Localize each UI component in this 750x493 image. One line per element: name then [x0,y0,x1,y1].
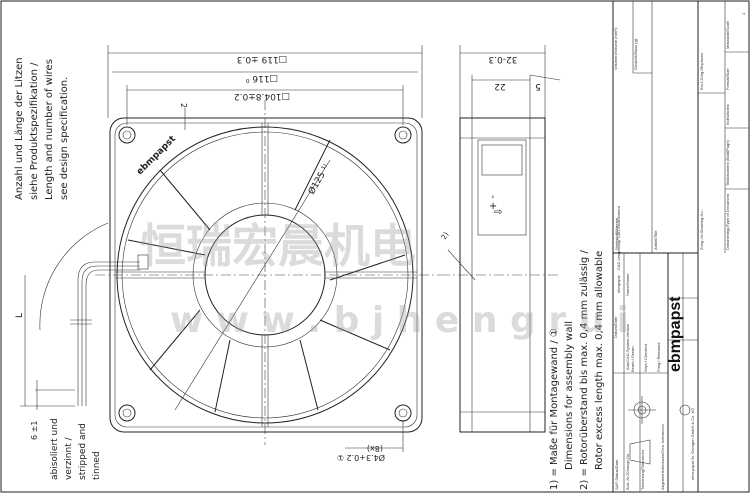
wire-note: Anzahl und Länge der Litzen siehe Produk… [14,57,70,200]
watermark-url: w w w . b j h e n g r u i [170,300,629,341]
title-block: Werkstoff/Material: Volumen/Volume (mm³)… [612,1,749,492]
tb-format: Format/Size [725,68,730,90]
tb-material: Werkstoff/Material: [614,217,619,250]
fan-side-view: 32-0.3 22 5 - + ⇨ 2) [440,45,561,433]
hole-diameter-label: Ø4.3+0.2 ① [337,453,385,463]
fan-front-view: Ø125 ¹⁾ ebmpapst [95,100,440,445]
note-line: Length and number of wires [44,59,55,200]
tb-scale-value: 1 [741,12,746,15]
footnote-line: 1) = Maße für Montagewand / ① [549,328,560,490]
note-line: see design specification. [59,77,70,200]
tb-cad-env: CAD-Umgebung/ CAD-Environment [616,205,621,270]
note-line: tinned [92,451,102,480]
tb-company: ebm-papst St. Georgen GmbH & Co. KG [690,408,695,480]
rotor-note-marker: 2) [440,231,451,241]
note-line: siehe Produktspezifikation / [29,62,40,200]
dim-119: □119 ±0.3 [237,54,287,64]
tb-tolerances: Tolerierung/Tolerances [640,450,645,490]
motor-housing [477,139,527,236]
lead-wires [77,261,140,406]
dim-22: 22 [494,81,505,91]
wire-length-label: L [15,313,25,318]
fan-struts [115,123,417,427]
tb-ebm-small: ebmpapst [616,275,621,293]
tb-replaces: Ers.f.Zchg./Replaces [699,53,704,90]
footnote-line: 2) = Rotorüberstand bis max. 0,4 mm zulä… [579,250,590,490]
tb-drawn: Bearb./ Drawn [630,346,635,372]
footnote-line: Rotor excess length max. 0,4 mm allowabl… [594,251,605,470]
tb-name: Name/Name [625,273,630,296]
tb-title: Artikel/Title [653,230,658,250]
tb-change-no: Änd.-Nr./Change-No. [625,453,630,490]
polarity-label: - + [487,195,498,210]
dim-104-8: □104.8±0.2 [234,91,290,101]
tb-cad-version: AutoCAD-System-Version [625,324,630,370]
airflow-arrow-icon: ⇨ [494,207,502,218]
dim-2: 2 [179,103,188,108]
mounting-holes [118,126,412,422]
hole-count-label: (8x) [367,444,383,453]
projection-symbol [628,396,691,465]
tb-date: Datum/Date [613,316,618,338]
tb-gen-tolerances: Allgemeintoleranzen/Gen. tolerances [660,424,665,490]
tb-scale: Massstab/Scale [725,20,730,49]
tb-sheet: Teildokument (Blatt/Page) [725,140,730,186]
tb-drawing-no: Zchg.-Nr./Drawing-No.: [699,209,704,250]
tb-sap-status: SAP-Status/Date [614,459,619,490]
leader-arc [39,222,109,331]
fan-logo: ebmpapst [135,134,178,177]
strip-length-label: 6 ±1 [30,421,39,440]
tb-mass: Gewicht/Mass (g): [633,38,638,70]
tb-doc-type: Dokumentyp/Type of Document [725,193,730,250]
note-line: verzinnt / [64,436,74,480]
ebmpapst-logo: ebmpapst [667,296,684,372]
dim-116: □116 ⁰ [246,73,279,83]
watermark-cn: 恒瑞宏晨机电 [140,219,416,273]
top-dimensions: □119 ±0.3 □116 ⁰ □104.8±0.2 2 [107,45,423,130]
note-line: Anzahl und Länge der Litzen [14,57,25,200]
tb-released: Freig./ Released [656,343,661,372]
dim-5: 5 [535,81,541,91]
fan-blades [127,139,406,413]
note-line: abisoliert und [50,418,60,480]
footnotes: 1) = Maße für Montagewand / ① Dimensions… [549,250,605,490]
note-line: stripped and [78,423,88,480]
dim-32: 32-0.3 [488,54,517,64]
footnote-line: Dimensions for assembly wall [564,321,575,470]
strip-note: abisoliert und verzinnt / stripped and t… [50,418,102,480]
tb-volume: Volumen/Volume (mm³): [613,27,618,70]
tb-index: Index/Index [725,104,730,125]
tb-checked: Gepr./ Checked [643,344,648,372]
